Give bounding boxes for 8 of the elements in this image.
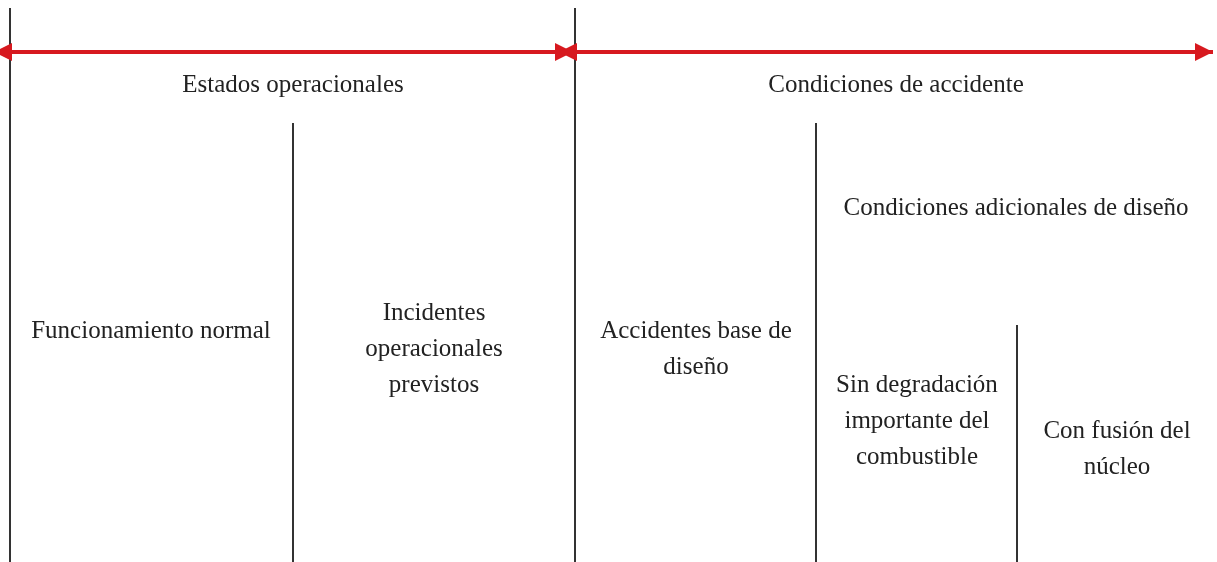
label-text: Condiciones de accidente <box>767 69 1025 99</box>
label-text: Accidentes base de diseño <box>599 315 793 381</box>
label-text: Con fusión del núcleo <box>1042 415 1192 481</box>
label-text: Incidentes operacionales previstos <box>364 297 504 399</box>
label-text: Funcionamiento normal <box>30 315 272 345</box>
label-text: Sin degradación importante del combustible <box>835 369 999 471</box>
label-text: Estados operacionales <box>181 69 405 99</box>
label-text: Condiciones adicionales de diseño <box>842 192 1190 222</box>
